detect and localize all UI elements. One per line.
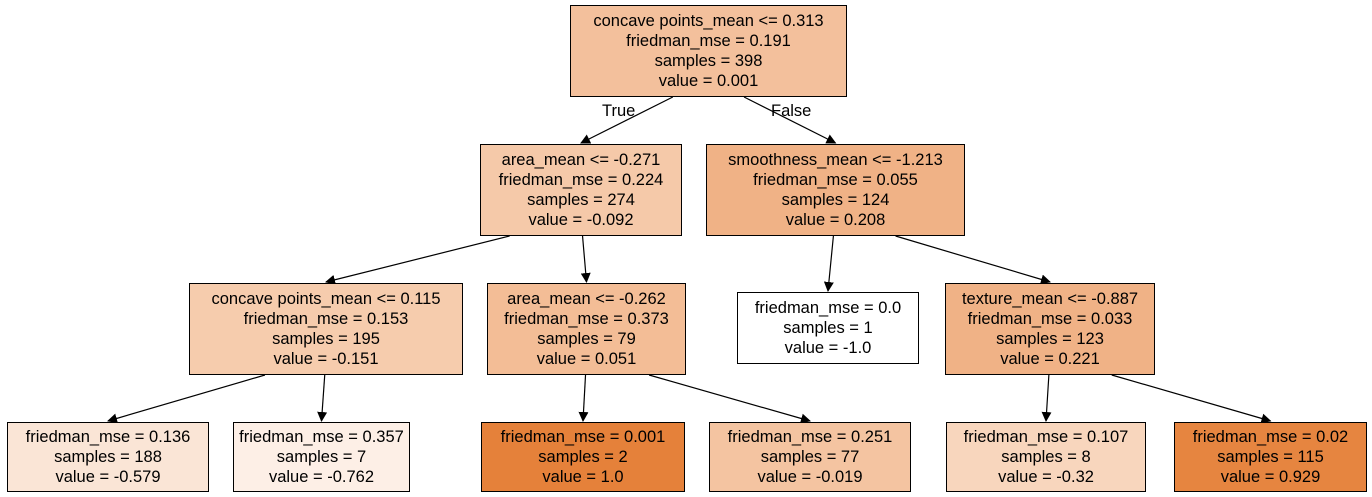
node-text-line: samples = 274 [527,191,635,209]
tree-node-n5: friedman_mse = 0.0 samples = 1 value = -1.… [737,292,919,364]
edge-n6-n11 [1041,374,1052,422]
edge-n3-n8 [317,374,328,422]
node-text-line: value = -0.151 [273,350,379,368]
node-text-line: samples = 1 [783,319,873,337]
node-text-line: value = -0.092 [528,211,634,229]
edge-n2-n5 [823,235,834,292]
edge-n1-n4 [580,235,591,283]
node-text-line: samples = 124 [781,191,890,209]
tree-node-n6: texture_mean <= -0.887 friedman_mse = 0.0… [945,283,1155,375]
edge-n3-n7 [107,374,266,424]
node-text-line: value = 0.051 [536,350,637,368]
node-text-line: samples = 398 [654,52,763,70]
tree-node-n7: friedman_mse = 0.136 samples = 188 value =… [7,422,209,492]
edge-n2-n6 [895,235,1051,285]
tree-node-n12: friedman_mse = 0.02 samples = 115 value = … [1174,422,1367,492]
tree-node-n3: concave points_mean <= 0.115 friedman_mse… [189,283,463,375]
node-text-line: samples = 7 [276,448,367,466]
tree-node-n4: area_mean <= -0.262 friedman_mse = 0.373 s… [487,283,686,375]
node-text-line: samples = 195 [272,330,380,348]
tree-node-n11: friedman_mse = 0.107 samples = 8 value = -… [946,422,1146,492]
edge-n0-n1 [580,96,674,144]
node-text-line: area_mean <= -0.262 [507,290,666,308]
tree-node-n1: area_mean <= -0.271 friedman_mse = 0.224 s… [480,144,682,236]
node-text-line: friedman_mse = 0.373 [504,310,669,328]
node-text-line: value = -1.0 [784,339,872,357]
false-edge-label: False [771,102,812,120]
node-text-line: friedman_mse = 0.055 [753,171,918,189]
node-text-line: value = 0.221 [1000,350,1100,368]
edge-n6-n12 [1111,374,1272,424]
node-text-line: friedman_mse = 0.033 [967,310,1133,328]
node-text-line: friedman_mse = 0.191 [626,32,791,50]
edge-n4-n9 [578,374,589,422]
node-text-line: value = 0.929 [1220,468,1321,486]
node-text-line: samples = 2 [538,448,628,466]
tree-node-n2: smoothness_mean <= -1.213 friedman_mse = … [706,144,965,236]
node-text-line: concave points_mean <= 0.313 [593,12,824,30]
node-text-line: samples = 8 [1001,448,1091,466]
tree-node-n0: concave points_mean <= 0.313 friedman_mse… [570,5,847,97]
node-text-line: friedman_mse = 0.251 [727,428,893,446]
node-text-line: value = 1.0 [542,468,624,486]
node-text-line: value = 0.001 [658,72,759,90]
edge-n4-n10 [648,374,811,424]
node-text-line: friedman_mse = 0.153 [243,310,409,328]
node-text-line: friedman_mse = 0.224 [498,171,664,189]
node-text-line: samples = 188 [54,448,162,466]
node-text-line: value = -0.019 [757,468,863,486]
node-text-line: value = -0.762 [268,468,375,486]
edge-n1-n3 [325,235,510,285]
tree-node-n10: friedman_mse = 0.251 samples = 77 value = … [709,422,911,492]
node-text-line: friedman_mse = 0.107 [963,428,1129,446]
node-text-line: friedman_mse = 0.357 [239,428,404,446]
node-text-line: value = -0.579 [55,468,161,486]
node-text-line: value = -0.32 [998,468,1094,486]
node-text-line: smoothness_mean <= -1.213 [728,151,943,169]
edge-n0-n2 [743,96,837,144]
node-text-line: friedman_mse = 0.0 [754,299,902,317]
tree-node-n8: friedman_mse = 0.357 samples = 7 value = -… [233,422,410,492]
node-text-line: samples = 79 [537,330,636,348]
node-text-line: friedman_mse = 0.001 [500,428,666,446]
node-text-line: samples = 123 [996,330,1104,348]
node-text-line: samples = 115 [1217,448,1324,466]
node-text-line: friedman_mse = 0.136 [25,428,191,446]
node-text-line: value = 0.208 [785,211,886,229]
true-edge-label: True [602,102,636,120]
node-text-line: area_mean <= -0.271 [501,151,661,169]
tree-node-n9: friedman_mse = 0.001 samples = 2 value = 1… [481,422,685,492]
node-text-line: friedman_mse = 0.02 [1192,428,1349,446]
node-text-line: concave points_mean <= 0.115 [211,290,441,308]
node-text-line: texture_mean <= -0.887 [961,290,1139,308]
node-text-line: samples = 77 [760,448,860,466]
